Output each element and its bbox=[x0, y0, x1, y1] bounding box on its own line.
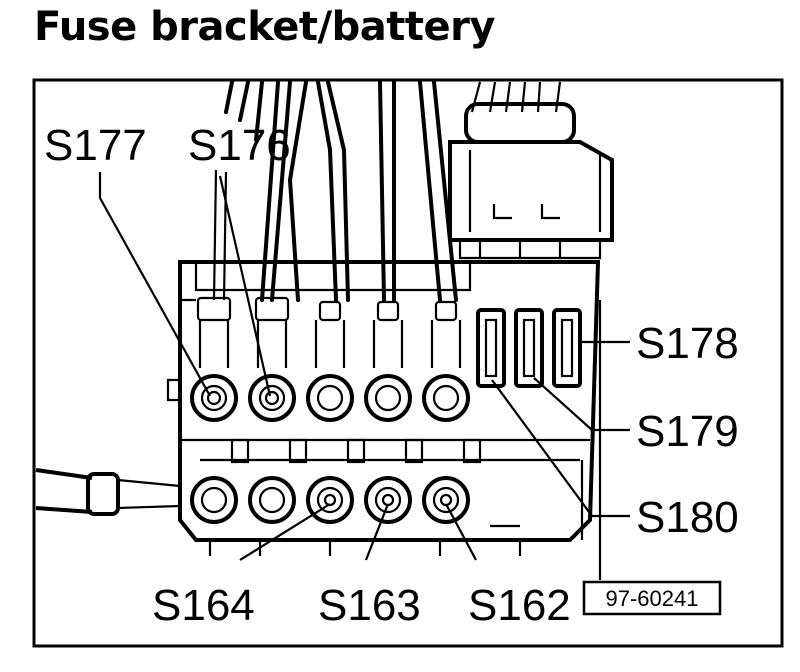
reference-box bbox=[582, 580, 722, 616]
upper-terminals bbox=[190, 296, 470, 422]
label-s178: S178 bbox=[636, 319, 739, 368]
figure-frame bbox=[32, 78, 784, 648]
label-s163: S163 bbox=[318, 581, 421, 630]
label-s164: S164 bbox=[152, 581, 255, 630]
multi-pin-connector bbox=[448, 81, 614, 260]
top-wires bbox=[212, 80, 458, 302]
label-s179: S179 bbox=[636, 407, 739, 456]
label-s180: S180 bbox=[636, 493, 739, 542]
main-battery-cable bbox=[35, 468, 181, 516]
leader-lines bbox=[98, 172, 630, 561]
plug-in-fuses bbox=[476, 308, 582, 388]
label-s176: S176 bbox=[188, 121, 291, 170]
reference-number: 97-60241 bbox=[606, 586, 699, 611]
strip-fuses bbox=[230, 438, 482, 464]
label-s177: S177 bbox=[44, 121, 147, 170]
diagram-title: Fuse bracket/battery bbox=[34, 4, 495, 50]
lower-terminals bbox=[190, 476, 470, 524]
label-s162: S162 bbox=[468, 581, 571, 630]
